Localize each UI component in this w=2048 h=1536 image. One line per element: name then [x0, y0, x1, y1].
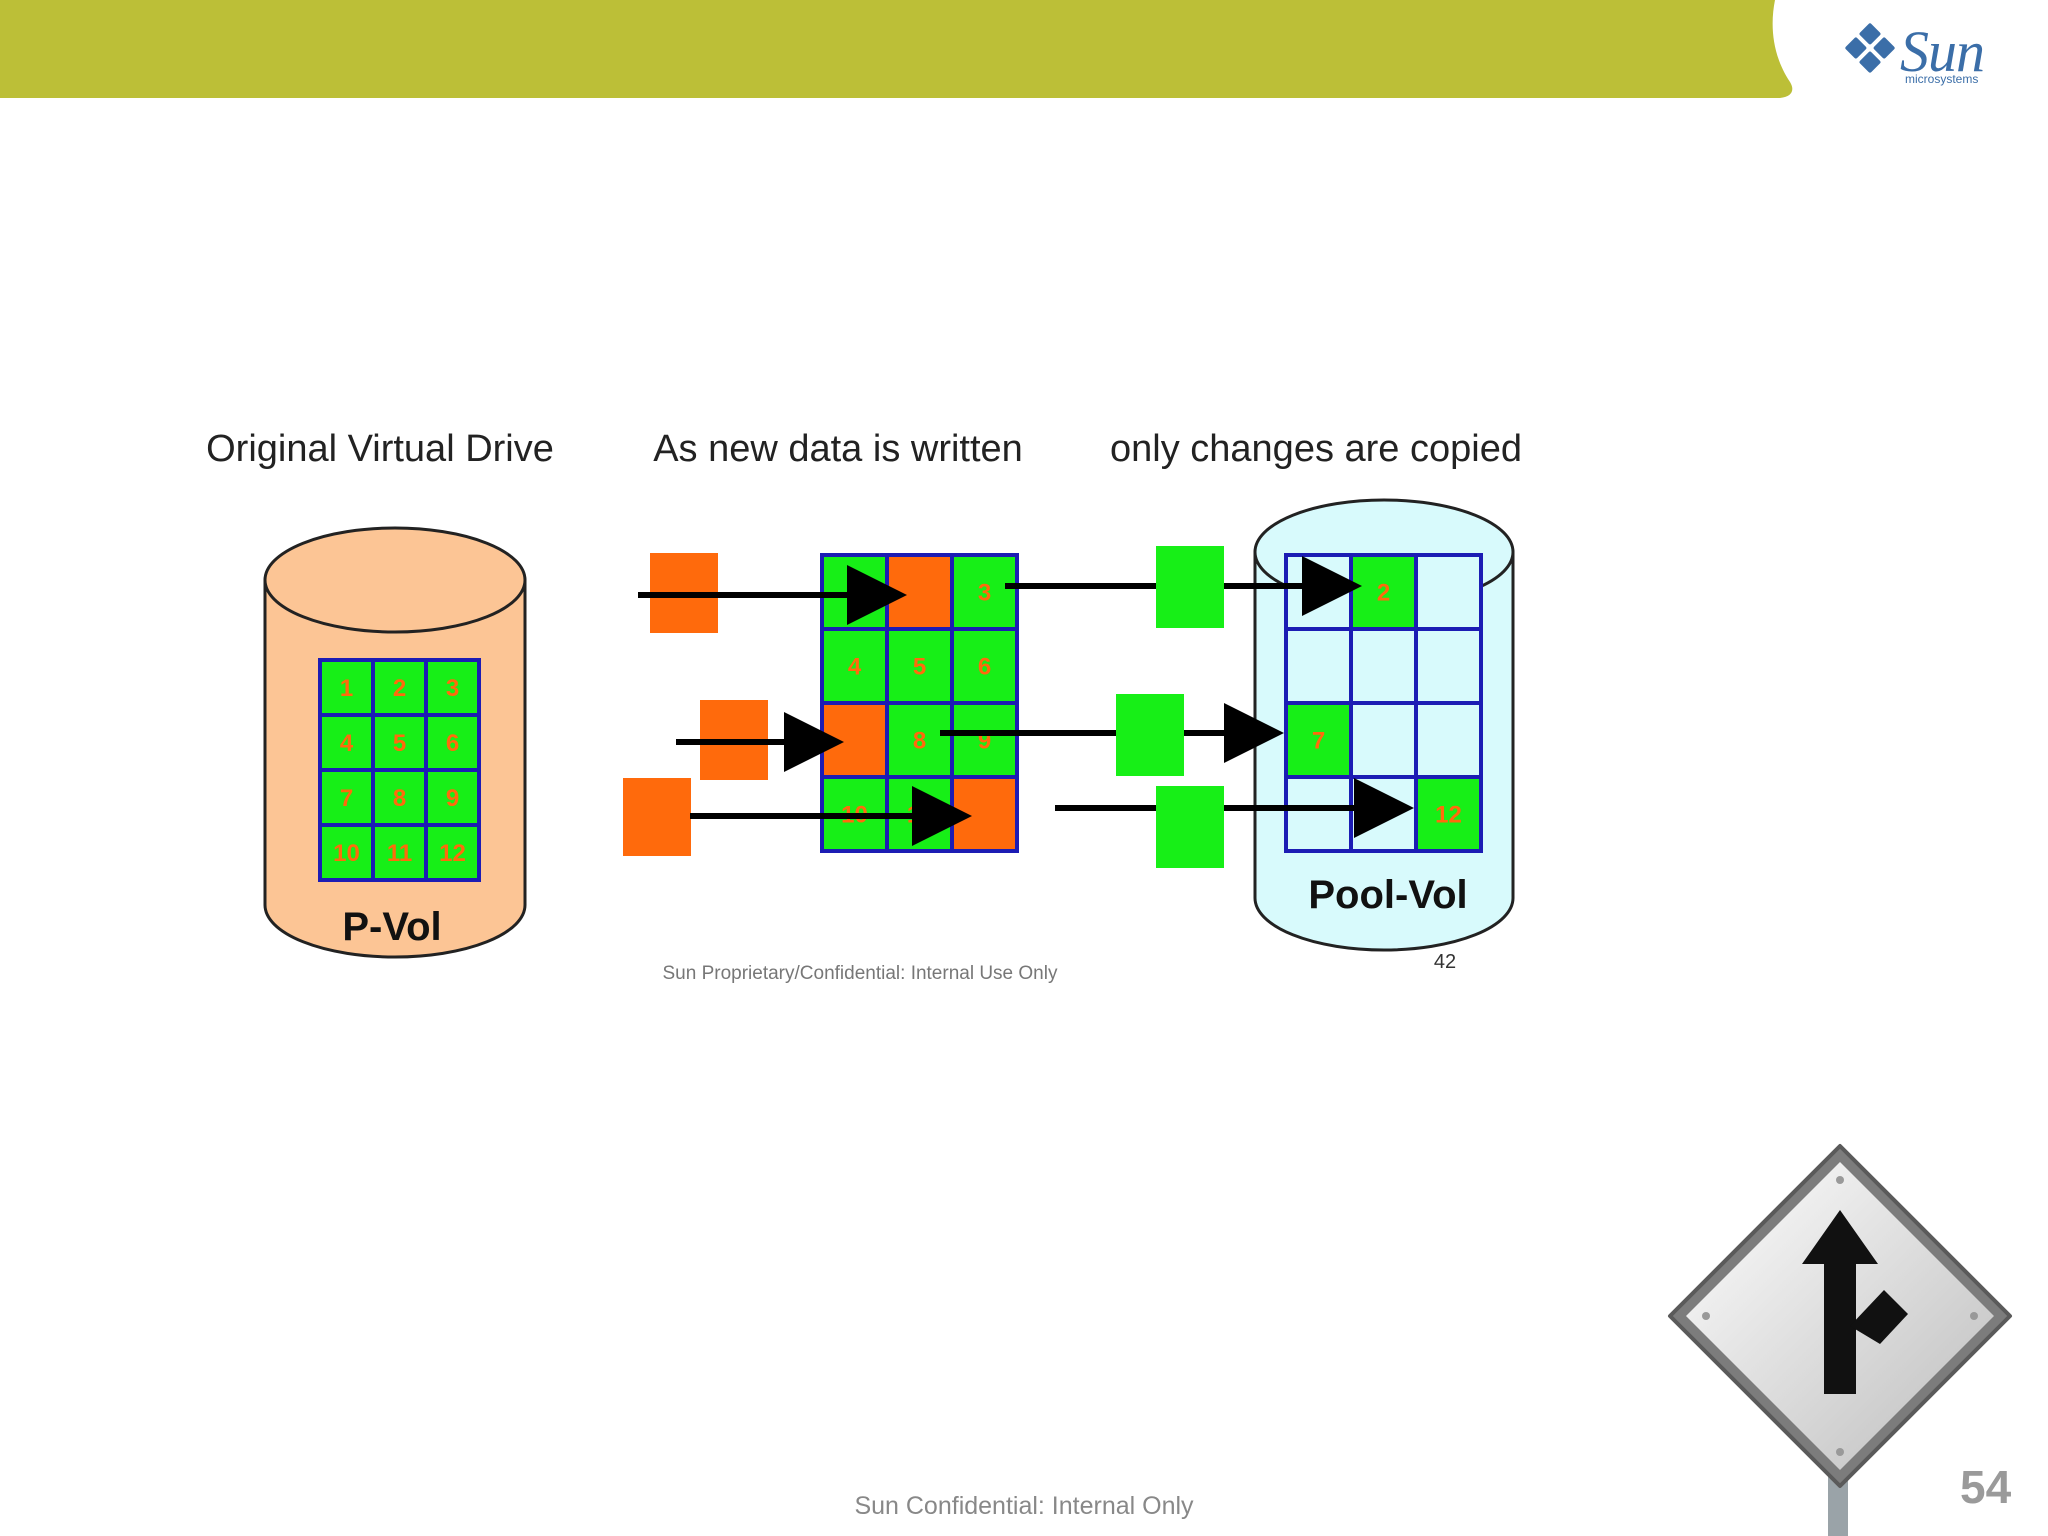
grid-cell: [1284, 775, 1353, 853]
grid-cell: [1349, 627, 1418, 705]
grid-cell: [424, 713, 481, 772]
block-number: 5: [393, 730, 406, 757]
grid-cell: [318, 823, 375, 882]
grid-cell: [1349, 701, 1418, 779]
grid-cell: [371, 713, 428, 772]
block-number: 7: [340, 785, 353, 812]
grid-cell: [1349, 775, 1418, 853]
grid-cell: [950, 775, 1019, 853]
block-number: 5: [913, 653, 926, 680]
block-number: 12: [439, 840, 466, 867]
grid-cell: [820, 627, 889, 705]
grid-cell: [1284, 553, 1353, 631]
pool-vol-label: Pool-Vol: [1308, 873, 1467, 917]
sun-logo-icon: [1845, 23, 1895, 73]
block-number: 10: [333, 840, 360, 867]
grid-cell: [950, 701, 1019, 779]
block-number: 11: [387, 840, 412, 867]
grid-cell: [885, 553, 954, 631]
heading-new-data: As new data is written: [653, 428, 1023, 470]
block-number: 2: [1377, 579, 1390, 606]
grid-cell: [1284, 627, 1353, 705]
grid-cell: [318, 768, 375, 827]
block-number: 4: [340, 730, 354, 757]
sun-logo-subtext: microsystems: [1905, 72, 1979, 86]
copied-block: [1156, 786, 1224, 868]
copied-block: [1116, 694, 1184, 776]
block-number: 8: [913, 727, 926, 754]
inner-page-number: 42: [1434, 951, 1456, 973]
inner-footer: Sun Proprietary/Confidential: Internal U…: [663, 963, 1058, 984]
pvol-label: P-Vol: [342, 905, 441, 949]
grid-cell: [371, 823, 428, 882]
block-number: 12: [1435, 801, 1462, 828]
grid-cell: [1414, 701, 1483, 779]
heading-changes: only changes are copied: [1110, 428, 1522, 470]
block-number: 6: [446, 730, 459, 757]
grid-cell: [424, 823, 481, 882]
incoming-block: [623, 778, 691, 856]
block-number: 2: [393, 675, 406, 702]
block-number: 3: [446, 675, 459, 702]
block-number: 1: [340, 675, 353, 702]
grid-cell: [318, 658, 375, 717]
grid-cell: [1414, 775, 1483, 853]
copied-block: [1156, 546, 1224, 628]
block-number: 3: [978, 579, 991, 606]
footer-confidential: Sun Confidential: Internal Only: [854, 1492, 1194, 1520]
block-number: 9: [446, 785, 459, 812]
grid-cell: [424, 658, 481, 717]
grid-cell: [1414, 553, 1483, 631]
grid-cell: [1414, 627, 1483, 705]
merge-road-sign-icon: [1668, 1144, 2012, 1536]
pool-vol-cylinder: 2 7 12 Pool-Vol: [1253, 498, 1515, 952]
block-number: 8: [393, 785, 406, 812]
header-bar: [0, 0, 1793, 98]
page-number: 54: [1960, 1461, 2012, 1513]
heading-original: Original Virtual Drive: [206, 428, 554, 470]
block-number: 4: [848, 653, 862, 680]
sun-logo-text: Sun: [1900, 19, 1985, 84]
grid-cell: [318, 713, 375, 772]
block-number: 7: [1312, 727, 1325, 754]
block-number: 6: [978, 653, 991, 680]
